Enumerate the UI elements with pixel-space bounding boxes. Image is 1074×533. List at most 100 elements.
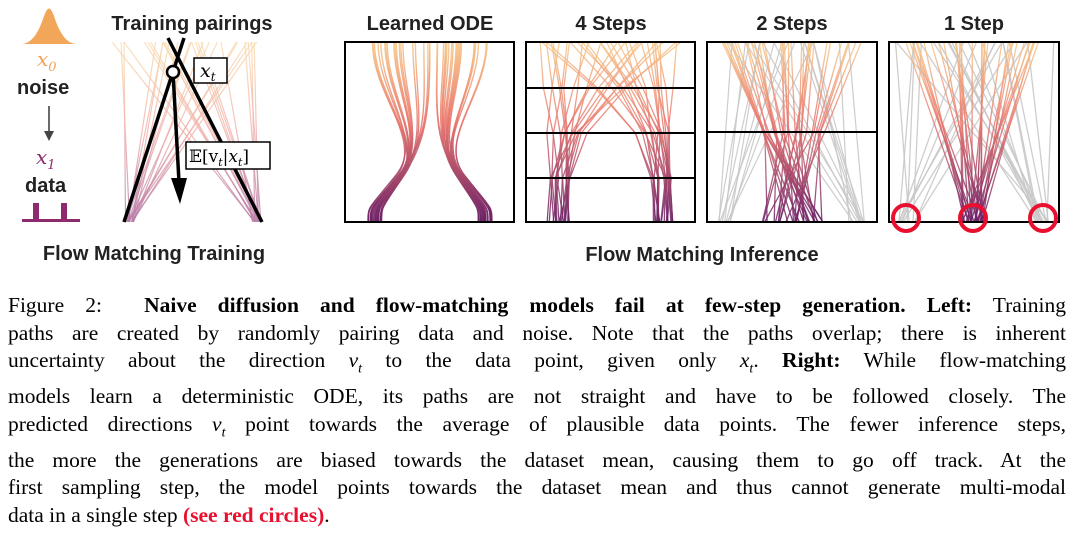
training-path	[247, 42, 262, 222]
ode-path	[369, 42, 425, 222]
vt-symbol: vt	[348, 348, 363, 377]
caption-text: first sampling step, the model points to…	[8, 475, 1066, 500]
ode-path	[445, 42, 489, 222]
ode-path	[448, 42, 492, 222]
training-path	[131, 42, 164, 222]
red-circle-right	[1028, 203, 1058, 233]
caption-line: the more the generations are biased towa…	[8, 447, 1066, 475]
ideal-path	[898, 42, 915, 222]
ideal-path	[1027, 42, 1049, 222]
arrow-head-icon	[44, 131, 54, 141]
xt-symbol: xt	[739, 348, 754, 377]
ideal-path	[906, 42, 916, 222]
caption-line: models learn a deterministic ODE, its pa…	[8, 383, 1066, 411]
caption-label: Figure 2:	[8, 293, 102, 317]
caption-text: Training	[992, 293, 1067, 317]
noise-distribution-icon	[22, 8, 76, 44]
training-pairings-title: Training pairings	[111, 13, 272, 35]
ideal-path	[901, 42, 978, 222]
inference-path	[979, 42, 1018, 222]
flow-matching-training-title: Flow Matching Training	[43, 243, 265, 265]
training-path-line	[166, 37, 264, 223]
caption-bold-title: Naive diffusion and flow-matching models…	[144, 293, 906, 317]
inference-path	[960, 42, 964, 222]
caption-text: the more the generations are biased towa…	[8, 447, 1066, 472]
ode-path	[451, 42, 482, 222]
inference-path	[975, 42, 986, 222]
left-legend: x0 noise x1 data	[17, 8, 80, 222]
expected-velocity-label: 𝔼[vt|xt]	[189, 147, 249, 169]
ode-path	[446, 42, 480, 222]
caption-text: uncertainty about the direction	[8, 348, 326, 373]
ode-path	[376, 42, 418, 222]
caption-line: data in a single step (see red circles).	[8, 502, 330, 527]
inference-path	[943, 42, 978, 222]
caption-line: paths are created by randomly pairing da…	[8, 320, 1066, 348]
red-circles	[891, 203, 1058, 233]
vt-symbol: vt	[212, 411, 226, 440]
inference-path	[977, 42, 1014, 222]
inference-path	[923, 42, 966, 222]
ideal-path	[1046, 42, 1055, 222]
inference-path	[981, 42, 1034, 222]
training-path	[132, 42, 204, 222]
caption-left-label: Left:	[926, 293, 973, 317]
red-circles-reference: (see red circles)	[182, 502, 325, 527]
inference-path	[971, 42, 973, 222]
learned-ode-frame	[344, 41, 515, 223]
ideal-path	[967, 42, 1043, 222]
caption-text: paths are created by randomly pairing da…	[8, 320, 1066, 345]
caption-line: Figure 2: Naive diffusion and flow-match…	[8, 292, 1066, 320]
training-overlay: xt 𝔼[vt|xt]	[122, 37, 271, 223]
xt-label-box	[193, 57, 228, 84]
red-circle-left	[891, 203, 921, 233]
inference-path	[930, 42, 984, 222]
caption-text: point towards the average of plausible d…	[245, 411, 1067, 436]
ideal-path	[1002, 42, 1038, 222]
ode-path	[441, 42, 491, 222]
xt-point-marker	[165, 64, 181, 80]
inference-path	[973, 42, 1030, 222]
caption-text: predicted directions	[8, 411, 193, 436]
1-step-title: 1 Step	[944, 13, 1004, 35]
expected-velocity-arrow	[171, 71, 181, 183]
learned-ode-title: Learned ODE	[367, 13, 494, 35]
x1-symbol: x1	[36, 145, 56, 173]
caption-text: models learn a deterministic ODE, its pa…	[8, 384, 1066, 409]
expected-velocity-label-box	[185, 141, 271, 170]
inference-path	[912, 42, 980, 222]
data-label: data	[25, 175, 67, 197]
data-distribution-icon	[22, 203, 80, 222]
training-path	[244, 42, 259, 222]
ideal-path	[899, 42, 997, 222]
x0-symbol: x0	[37, 47, 57, 75]
training-path	[127, 42, 192, 222]
xt-label: xt	[200, 60, 216, 84]
caption-text: data in a single step	[8, 502, 178, 527]
noise-label: noise	[17, 77, 69, 99]
2-steps-title: 2 Steps	[756, 13, 827, 35]
arrow-head-icon	[171, 178, 187, 204]
inference-path	[911, 42, 973, 222]
learned-ode-panel	[367, 42, 493, 222]
ideal-path	[902, 42, 1015, 222]
caption-line: predicted directions vt point towards th…	[8, 411, 1066, 447]
ode-path	[375, 42, 431, 222]
1-step-panel	[894, 42, 1055, 222]
4-steps-title: 4 Steps	[575, 13, 646, 35]
1-step-frame	[888, 41, 1060, 223]
caption-line: first sampling step, the model points to…	[8, 474, 1066, 502]
red-circle-center	[958, 203, 988, 233]
caption-right-label: Right:	[782, 348, 841, 373]
ideal-path	[981, 42, 1037, 222]
ideal-path	[894, 42, 910, 222]
figure-2-illustration: x0 noise x1 data Training pairings Learn…	[17, 8, 1060, 266]
figure-caption: Figure 2: Naive diffusion and flow-match…	[8, 292, 1066, 529]
caption-text: to the data point, given only	[385, 348, 717, 373]
caption-text: While flow-matching	[863, 348, 1067, 373]
training-path	[251, 42, 256, 222]
training-path	[123, 42, 255, 222]
caption-line: uncertainty about the direction vt to th…	[8, 348, 1067, 377]
inference-path	[980, 42, 983, 222]
ideal-path	[937, 42, 1042, 222]
